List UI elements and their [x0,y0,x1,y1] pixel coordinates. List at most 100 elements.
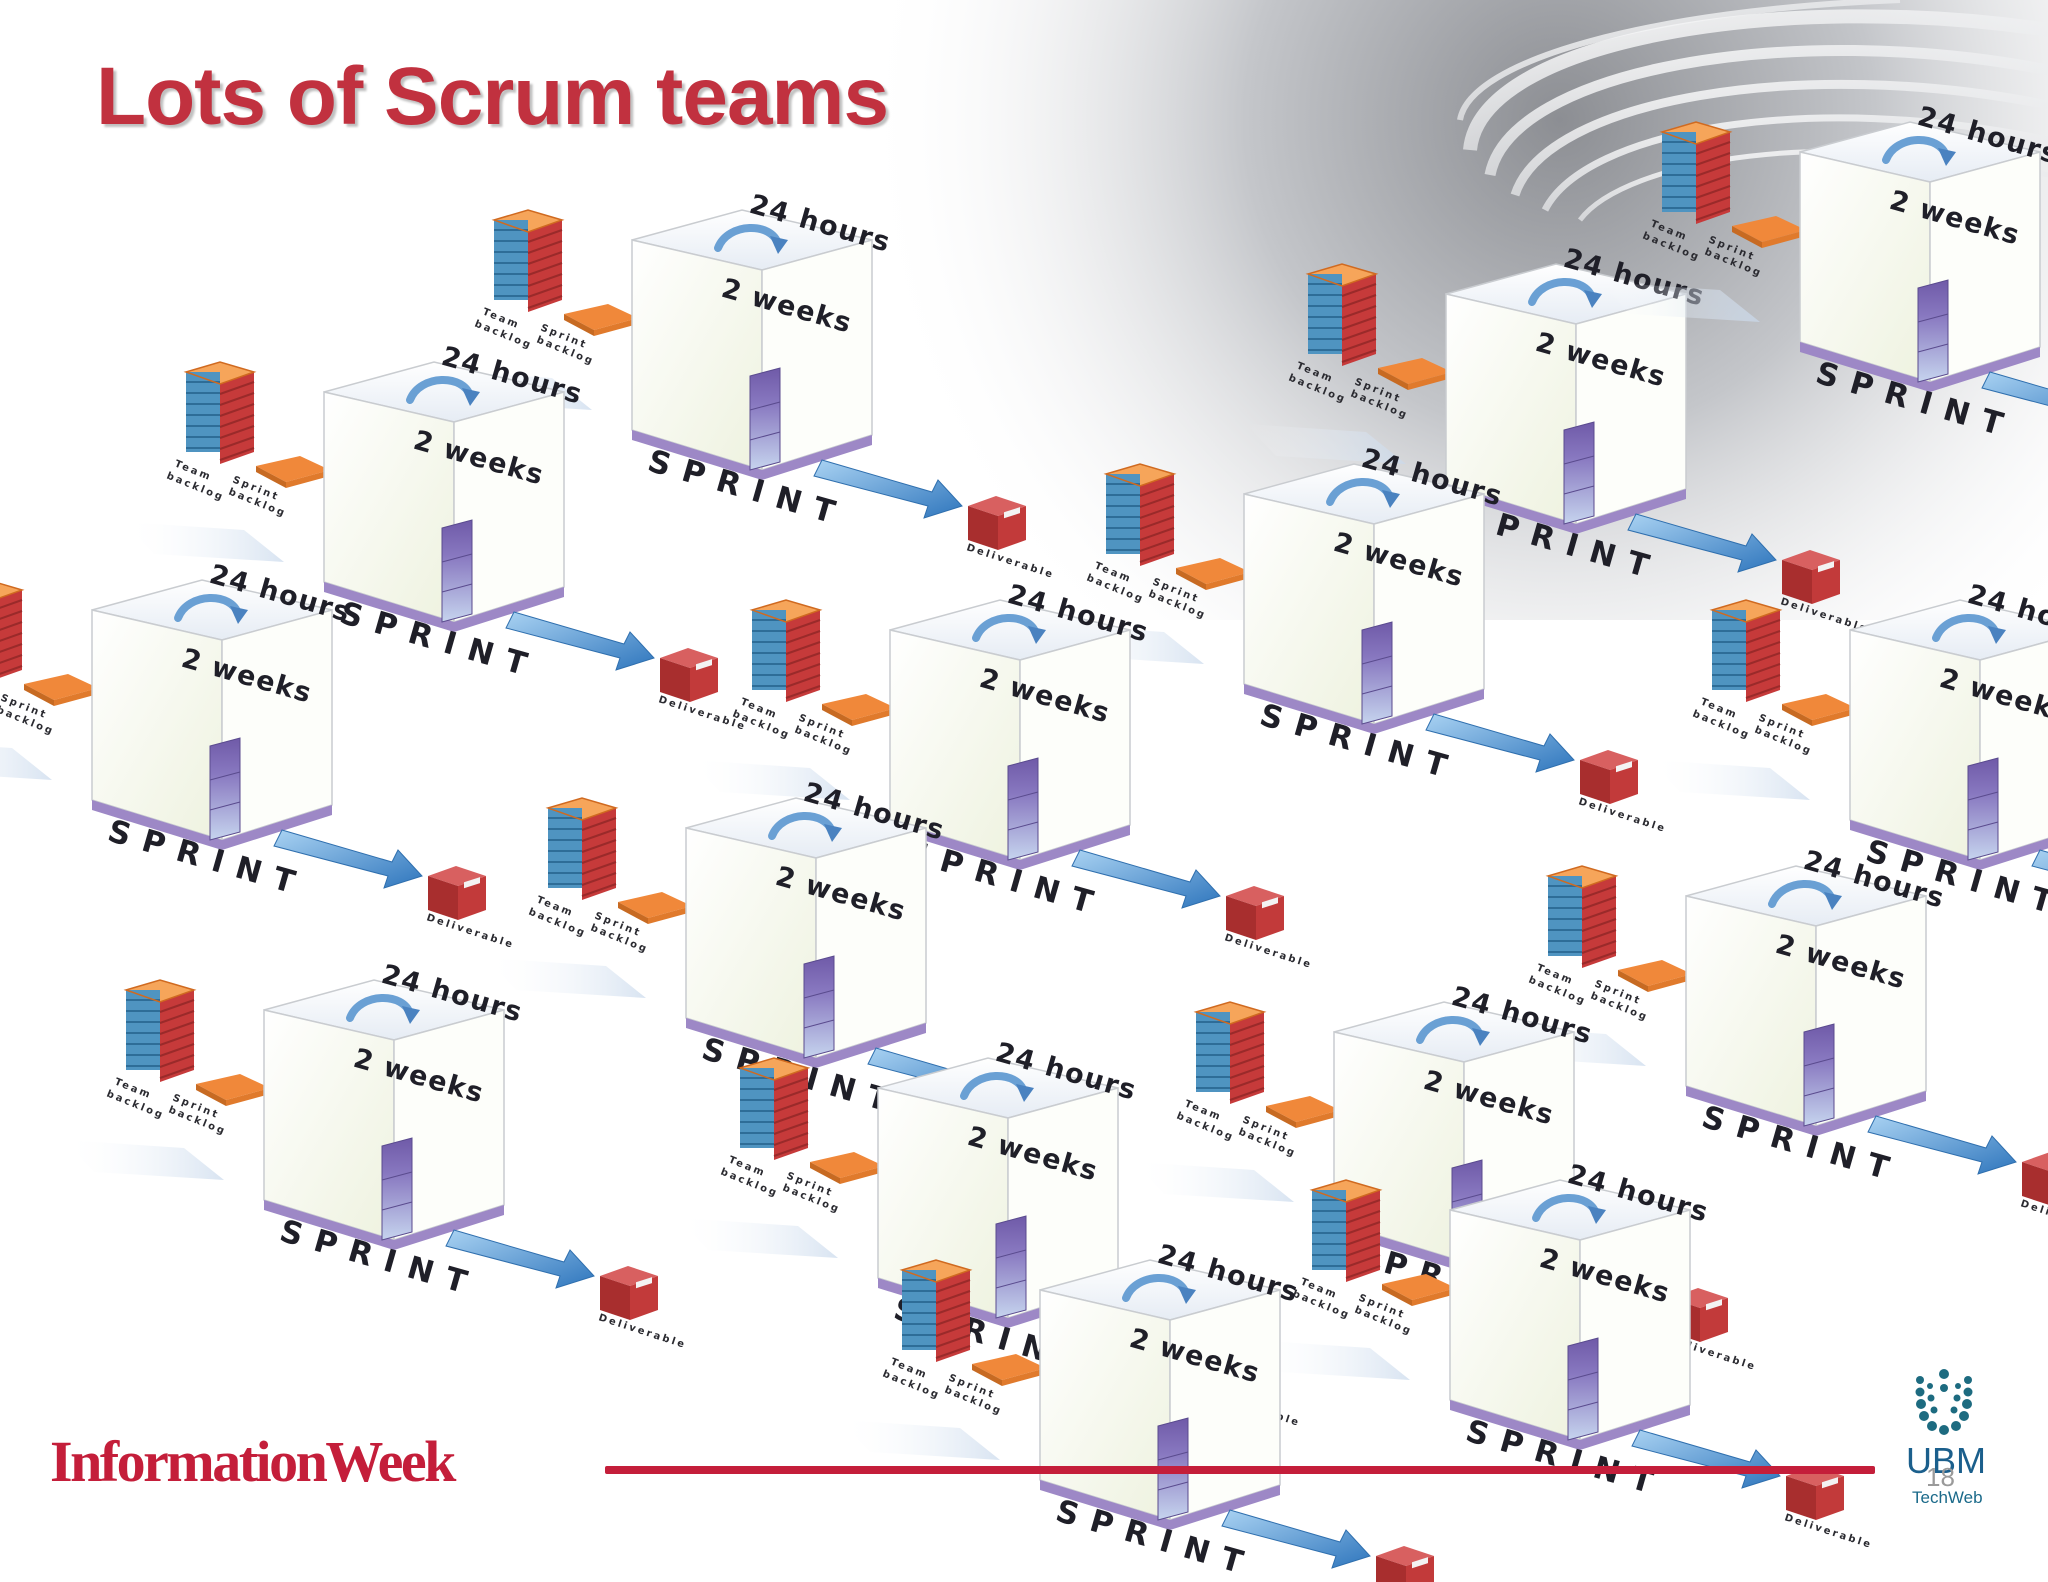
daily-cycle-arrowhead [1382,490,1400,508]
sprint-box [631,209,873,480]
tray-top [24,674,98,700]
stack-top-edge [545,797,619,821]
stack-stripe [1139,516,1175,530]
stack-stripe [1229,1054,1265,1068]
door-line [749,401,781,411]
stack-stripe [159,1054,195,1068]
tray-top [256,456,330,482]
tray-top [1782,694,1856,720]
sprint-backlog-tray [256,456,330,488]
deliverable-label: Deliverable [1577,796,1668,835]
stack-stripe [1139,527,1175,541]
stack-left [752,610,786,690]
stack-left [1106,474,1140,554]
stack-stripe [1341,338,1377,352]
stack-stripe [773,1132,809,1146]
sprint-backlog-tray [1732,216,1806,248]
sprint-box-door [1361,621,1393,725]
tray-top [810,1152,884,1178]
team-backlog-stack [1309,1179,1383,1282]
deliverable-label: Deliverable [965,542,1056,581]
stack-stripe [1229,1087,1265,1101]
crate-left [600,1276,630,1320]
stack-stripe [1345,1254,1381,1268]
deliverable-label: Deliverable [597,1312,688,1351]
sprint-box-base [1040,1480,1280,1530]
backlog-shadow [64,1140,224,1180]
stack-stripe [1341,349,1377,363]
stack-stripe [1695,174,1731,188]
stack-stripe [1345,1221,1381,1235]
tray-top [1176,558,1250,584]
tray-top [972,1354,1046,1380]
crate-left [660,658,690,702]
sprint-box [1449,1179,1691,1450]
stack-stripe [581,861,617,875]
deliverable-crate [1786,1466,1844,1520]
tray-top [1382,1274,1456,1300]
stack-stripe [1229,1032,1265,1046]
stack-stripe [219,447,255,461]
stack-top-edge [749,599,823,623]
daily-cycle-arrowhead [1824,892,1842,910]
tray-side [1378,368,1408,390]
daily-cycle-arrowhead [1028,626,1046,644]
stack-stripe [1139,549,1175,563]
team-backlog-stack [123,979,197,1082]
tray-front [1408,372,1452,390]
stack-stripe [159,999,195,1013]
stack-stripe [581,828,617,842]
tray-side [196,1084,226,1106]
team-backlog-stack [1709,599,1783,702]
door-line [803,1019,835,1029]
deliverable-arrow [445,1229,595,1289]
tray-top [1378,358,1452,384]
ubm-logo-icon [1915,1369,1973,1435]
team-backlog-stack [1305,263,1379,366]
tray-top [822,694,896,720]
team-backlog-stack [183,361,257,464]
crate-left [2022,1162,2048,1205]
sprint-box [323,361,565,632]
team-backlog-stack [545,797,619,900]
ubm-logo-text: UBM [1906,1440,1986,1481]
stack-stripe [785,674,821,688]
stack-stripe [1345,1232,1381,1246]
crate-label [1004,507,1020,519]
deliverable-arrow [1221,1509,1371,1569]
door-line [1361,685,1393,695]
sprint-box-door [1563,421,1595,525]
deliverable-arrow [1867,1115,2017,1175]
sprint-box-base [1244,684,1484,734]
tray-side [1782,704,1812,726]
backlog-shadow [486,958,646,998]
stack-top-edge [183,361,257,385]
team-backlog-stack [0,582,25,678]
stack-stripe [1341,305,1377,319]
team-backlog-stack [737,1057,811,1160]
sprint-backlog-tray [972,1354,1046,1386]
door-line [1157,1481,1189,1491]
stack-stripe [1341,294,1377,308]
stack-stripe [159,1032,195,1046]
backlog-shadow [1650,760,1810,800]
stack-stripe [527,262,563,276]
stack-stripe [581,817,617,831]
stack-stripe [1345,1265,1381,1279]
stack-stripe [1341,283,1377,297]
door-line [381,1201,413,1211]
backlog-shadow [0,747,52,780]
stack-left [1308,274,1342,354]
informationweek-logo: InformationWeek [50,1429,456,1494]
stack-stripe [1695,152,1731,166]
stack-stripe [785,630,821,644]
sprint-backlog-tray [822,694,896,726]
tray-top [1618,960,1692,986]
sprint-box-left [323,391,455,624]
sprint-box-left [1685,895,1817,1128]
sprint-box-door [749,367,781,471]
door-line [1563,485,1595,495]
stack-stripe [1229,1021,1265,1035]
tray-side [1176,568,1206,590]
